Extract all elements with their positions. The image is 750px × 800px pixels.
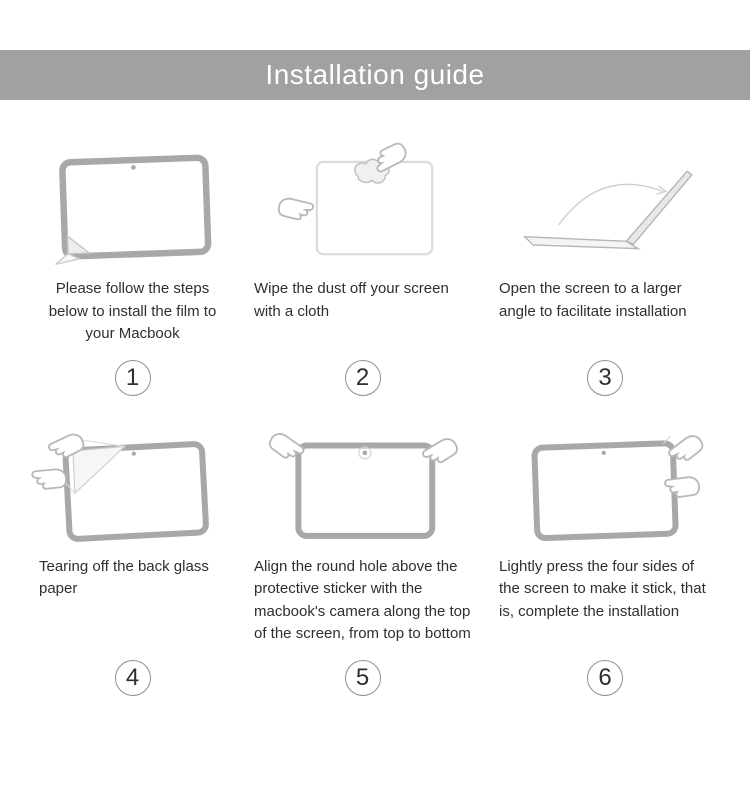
step-caption: Wipe the dust off your screen with a clo…	[254, 280, 449, 320]
page-title: Installation guide	[265, 59, 485, 90]
step-caption: Open the screen to a larger angle to fac…	[499, 280, 687, 320]
step-6: Lightly press the four sides of the scre…	[485, 426, 725, 700]
tear-backing-paper-icon	[30, 433, 209, 542]
wipe-screen-icon	[277, 142, 433, 256]
step-4: Tearing off the back glass paper 4	[25, 426, 240, 700]
step-3-illustration	[485, 148, 725, 270]
step-number-badge: 4	[114, 659, 151, 696]
step-number-badge: 1	[114, 359, 151, 396]
step-2-illustration	[240, 142, 485, 270]
step-caption: Please follow the steps below to install…	[48, 280, 217, 342]
step-5-illustration	[240, 426, 485, 548]
open-laptop-icon	[522, 170, 693, 250]
step-1-illustration	[25, 148, 240, 270]
header-bar: Installation guide	[0, 50, 750, 100]
step-1: Please follow the steps below to install…	[25, 148, 240, 400]
step-2: Wipe the dust off your screen with a clo…	[240, 142, 485, 400]
step-caption: Tearing off the back glass paper	[39, 557, 209, 598]
tablet-film-peel-icon	[54, 154, 211, 266]
step-number-badge: 5	[344, 659, 381, 696]
step-3: Open the screen to a larger angle to fac…	[485, 148, 725, 400]
step-number-badge: 6	[587, 659, 623, 696]
step-4-illustration	[25, 426, 240, 548]
step-number-badge: 2	[344, 359, 381, 396]
step-number-badge: 3	[587, 359, 623, 396]
step-5: Align the round hole above the protectiv…	[240, 426, 485, 700]
installation-steps-grid: Please follow the steps below to install…	[0, 142, 750, 700]
step-6-illustration	[485, 426, 725, 548]
step-caption: Align the round hole above the protectiv…	[254, 557, 471, 643]
step-caption: Lightly press the four sides of the scre…	[499, 557, 706, 620]
press-edges-icon	[531, 434, 704, 541]
align-camera-icon	[268, 432, 458, 539]
